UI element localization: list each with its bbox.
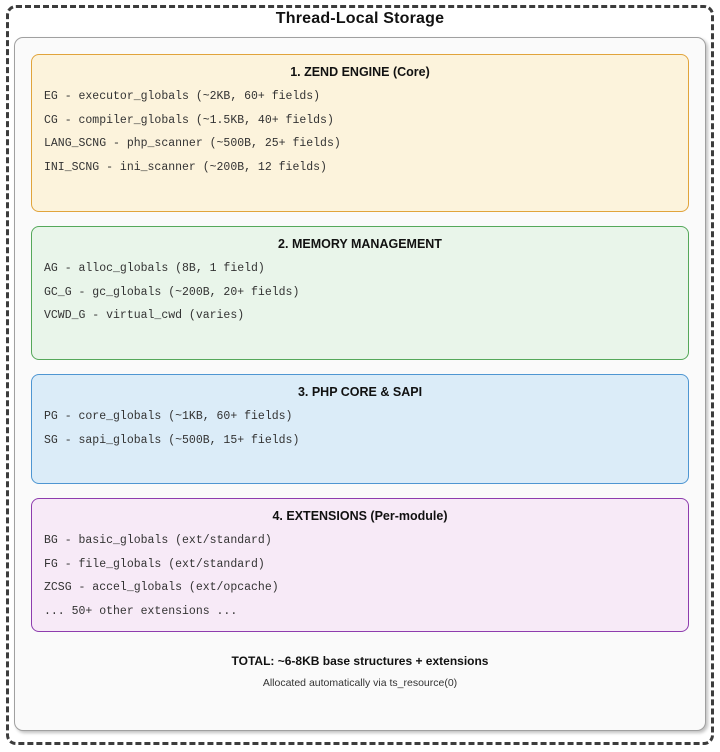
tls-entry-ini-scng: INI_SCNG - ini_scanner (~200B, 12 fields… bbox=[44, 160, 327, 174]
thread-local-storage-frame bbox=[6, 5, 714, 745]
footer-allocation-note: Allocated automatically via ts_resource(… bbox=[262, 677, 458, 689]
footer: TOTAL: ~6-8KB base structures + extensio… bbox=[31, 654, 689, 689]
section-php-core-sapi: 3. PHP CORE & SAPI PG - core_globals (~1… bbox=[31, 374, 689, 484]
tls-entry-bg: BG - basic_globals (ext/standard) bbox=[44, 534, 272, 547]
section-memory-management-title: 2. MEMORY MANAGEMENT bbox=[278, 237, 442, 251]
tls-entry-fg: FG - file_globals (ext/standard) bbox=[44, 557, 265, 571]
tls-entry-cg: CG - compiler_globals (~1.5KB, 40+ field… bbox=[44, 113, 334, 127]
page-title: Thread-Local Storage bbox=[275, 10, 445, 27]
tls-entry-lang-scng: LANG_SCNG - php_scanner (~500B, 25+ fiel… bbox=[44, 137, 341, 150]
tls-entry-ag: AG - alloc_globals (8B, 1 field) bbox=[44, 262, 265, 275]
tls-entry-eg: EG - executor_globals (~2KB, 60+ fields) bbox=[44, 90, 321, 103]
tls-entry-pg: PG - core_globals (~1KB, 60+ fields) bbox=[44, 410, 293, 423]
tls-entry-gc-g: GC_G - gc_globals (~200B, 20+ fields) bbox=[44, 285, 300, 299]
tls-entry-sg: SG - sapi_globals (~500B, 15+ fields) bbox=[44, 433, 300, 447]
tls-entry-other-extensions: ... 50+ other extensions ... bbox=[44, 604, 238, 618]
section-zend-engine: 1. ZEND ENGINE (Core) EG - executor_glob… bbox=[31, 54, 689, 212]
section-extensions: 4. EXTENSIONS (Per-module) BG - basic_gl… bbox=[31, 498, 689, 632]
tls-entry-zcsg: ZCSG - accel_globals (ext/opcache) bbox=[44, 581, 279, 594]
section-extensions-title: 4. EXTENSIONS (Per-module) bbox=[272, 509, 448, 523]
section-php-core-sapi-title: 3. PHP CORE & SAPI bbox=[297, 385, 423, 399]
footer-total-text: TOTAL: ~6-8KB base structures + extensio… bbox=[231, 654, 489, 668]
section-zend-engine-title: 1. ZEND ENGINE (Core) bbox=[290, 65, 430, 79]
section-memory-management: 2. MEMORY MANAGEMENT AG - alloc_globals … bbox=[31, 226, 689, 360]
tls-container: 1. ZEND ENGINE (Core) EG - executor_glob… bbox=[14, 37, 706, 731]
tls-entry-vcwd-g: VCWD_G - virtual_cwd (varies) bbox=[44, 309, 245, 322]
